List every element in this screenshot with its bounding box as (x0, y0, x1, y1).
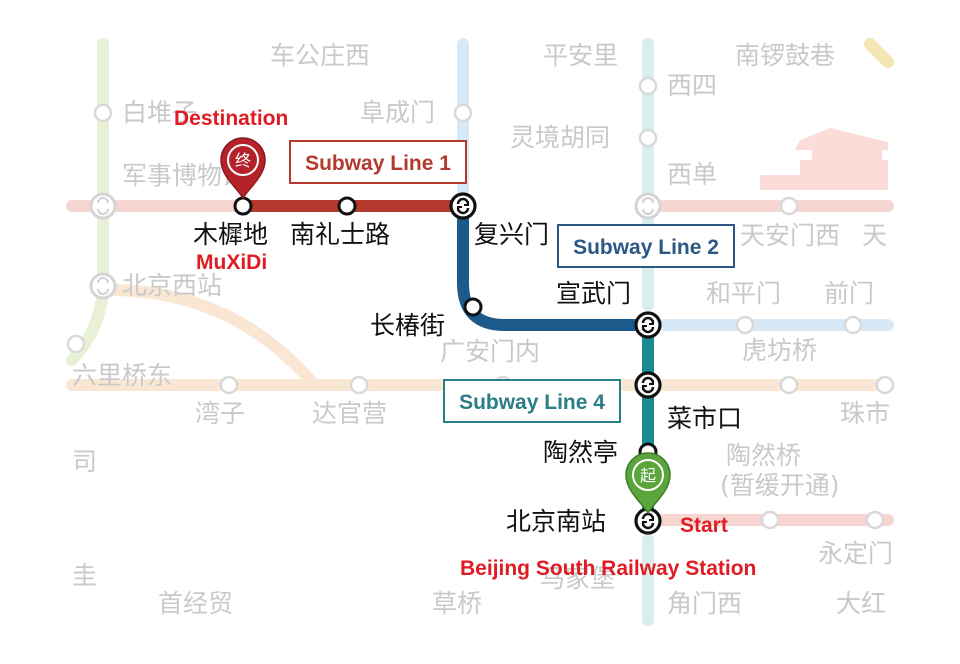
station-dot-muxidi (233, 196, 253, 216)
bg-dot (779, 196, 799, 216)
transfer-icon (89, 272, 117, 300)
bg-station-label: 角门西 (667, 589, 742, 618)
bg-station-label: 湾子 (195, 399, 245, 428)
bg-dot (638, 76, 658, 96)
background-lines (66, 38, 894, 626)
station-dot-nanlishilu (337, 196, 357, 216)
transfer-icon (634, 192, 662, 220)
bg-dot (219, 375, 239, 395)
bg-station-label: 和平门 (706, 279, 781, 308)
bg-station-label: 虎坊桥 (742, 336, 817, 365)
bg-station-label: 六里桥东 (72, 361, 172, 390)
line4-label: Subway Line 4 (459, 391, 605, 414)
route-station-dots (233, 196, 658, 462)
bg-station-label: 灵境胡同 (510, 123, 610, 152)
bg-dot (760, 510, 780, 530)
station-label-xuanwumen: 宣武门 (556, 279, 631, 308)
bg-dot (66, 334, 86, 354)
tiananmen-silhouette (760, 128, 888, 190)
bg-dot (638, 128, 658, 148)
bg-dot (843, 315, 863, 335)
bg-dot (349, 375, 369, 395)
bg-dot (93, 103, 113, 123)
bg-station-label: 平安里 (543, 41, 618, 70)
bg-orange-curve (104, 284, 316, 386)
bg-station-label: 车公庄西 (270, 41, 370, 70)
destination-name-annotation: MuXiDi (196, 251, 267, 274)
line2-label-box: Subway Line 2 (557, 224, 735, 268)
transfer-icon (634, 311, 662, 339)
station-label-muxidi: 木樨地 (193, 220, 268, 249)
bg-dot (779, 375, 799, 395)
bg-station-label: 广安门内 (440, 337, 540, 366)
station-label-caishikou: 菜市口 (667, 404, 742, 433)
bg-station-label: 白堆子 (122, 98, 197, 127)
station-label-fuxingmen: 复兴门 (474, 220, 549, 249)
route-station-labels: 木樨地 南礼士路 复兴门 长椿街 宣武门 菜市口 陶然亭 北京南站 (193, 220, 742, 536)
bg-station-label: 阜成门 (360, 98, 435, 127)
station-label-taoranting: 陶然亭 (543, 438, 618, 467)
line2-label: Subway Line 2 (573, 236, 719, 259)
route-transfer-icons (449, 192, 662, 535)
bg-dot (735, 315, 755, 335)
line4-label-box: Subway Line 4 (443, 379, 621, 423)
bg-station-label: 前门 (824, 279, 874, 308)
bg-station-label: 陶然桥 (726, 441, 801, 470)
bg-station-label: 马家堡 (540, 564, 615, 593)
station-label-nanlishilu: 南礼士路 (290, 220, 390, 249)
bg-station-label: 大红 (836, 589, 886, 618)
bg-dot (453, 103, 473, 123)
bg-station-label: 南锣鼓巷 (735, 41, 835, 70)
bg-station-label: (暂缓开通) (720, 471, 840, 500)
line1-label: Subway Line 1 (305, 152, 451, 175)
line1-label-box: Subway Line 1 (289, 140, 467, 184)
bg-station-label: 西单 (667, 160, 717, 189)
start-pin-char: 起 (640, 466, 656, 485)
bg-station-label: 司 (72, 447, 97, 476)
bg-station-label: 永定门 (818, 539, 893, 568)
bg-station-label: 达官营 (312, 399, 387, 428)
start-annotation: Start (680, 514, 728, 537)
background-station-labels: 车公庄西 平安里 南锣鼓巷 西四 白堆子 阜成门 灵境胡同 军事博物馆 西单 天… (72, 41, 893, 618)
station-label-beijingnanzhan: 北京南站 (506, 507, 606, 536)
background-transfer-icons (89, 192, 662, 300)
destination-pin-icon: 终 (220, 137, 266, 200)
station-dot-changchunjie (463, 297, 483, 317)
transfer-icon (634, 371, 662, 399)
bg-station-label: 北京西站 (122, 271, 222, 300)
bg-station-label: 草桥 (432, 589, 482, 618)
bg-station-label: 珠市 (840, 399, 890, 428)
annotations: Destination MuXiDi Start Beijing South R… (174, 107, 756, 580)
bg-dot (865, 510, 885, 530)
destination-pin-char: 终 (235, 151, 251, 170)
start-pin-icon: 起 (625, 452, 671, 515)
bg-station-label: 天 (862, 221, 887, 250)
transfer-icon (449, 192, 477, 220)
bg-station-label: 首经贸 (158, 589, 233, 618)
bg-dot (875, 375, 895, 395)
start-name-annotation: Beijing South Railway Station (460, 557, 756, 580)
destination-annotation: Destination (174, 107, 288, 130)
bg-station-label: 圭 (72, 561, 97, 590)
bg-station-label: 西四 (667, 71, 717, 100)
bg-station-label: 天安门西 (740, 221, 840, 250)
transfer-icon (89, 192, 117, 220)
bg-line6-corner (864, 38, 894, 68)
station-label-changchunjie: 长椿街 (370, 311, 445, 340)
